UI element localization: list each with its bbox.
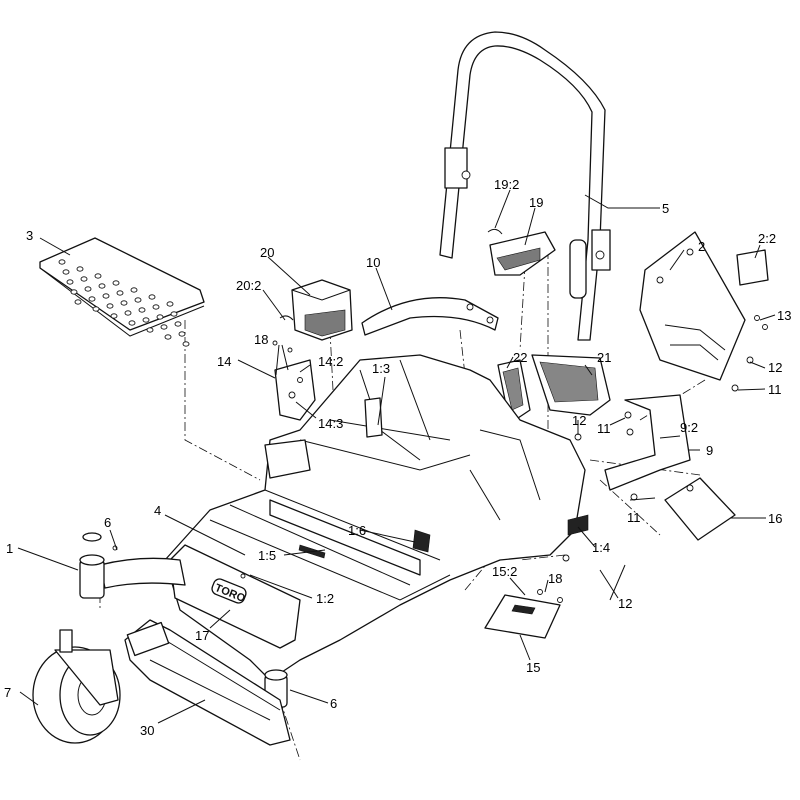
perforation-hole bbox=[116, 290, 124, 296]
callout-16: 16 bbox=[768, 511, 782, 526]
callout-1: 1 bbox=[6, 541, 13, 556]
perforation-hole bbox=[160, 324, 168, 330]
callout-19-2: 19:2 bbox=[494, 177, 519, 192]
perforation-hole bbox=[152, 304, 160, 310]
perforation-hole bbox=[164, 334, 172, 340]
callout-14: 14 bbox=[217, 354, 231, 369]
callout-6-lower: 6 bbox=[330, 696, 337, 711]
part-20-bracket bbox=[291, 279, 353, 341]
callout-12-right: 12 bbox=[768, 360, 782, 375]
perforation-hole bbox=[178, 331, 186, 337]
perforation-hole bbox=[66, 279, 74, 285]
perforation-hole bbox=[58, 259, 66, 265]
perforation-hole bbox=[76, 266, 84, 272]
perforation-hole bbox=[174, 321, 182, 327]
perforation-hole bbox=[146, 327, 154, 333]
perforation-hole bbox=[84, 286, 92, 292]
callout-1-2: 1:2 bbox=[316, 591, 334, 606]
callout-12-lower: 12 bbox=[618, 596, 632, 611]
callout-30: 30 bbox=[140, 723, 154, 738]
part-30-front-axle bbox=[124, 619, 291, 746]
perforation-hole bbox=[134, 297, 142, 303]
part-17-front-panel: TORO bbox=[169, 544, 301, 649]
callout-14-2: 14:2 bbox=[318, 354, 343, 369]
callout-1-5: 1:5 bbox=[258, 548, 276, 563]
part-15-plate bbox=[484, 594, 561, 639]
perforation-hole bbox=[106, 303, 114, 309]
callout-1-6: 1:6 bbox=[348, 523, 366, 538]
callout-1-4: 1:4 bbox=[592, 540, 610, 555]
perforation-hole bbox=[88, 296, 96, 302]
perforation-hole bbox=[94, 273, 102, 279]
callout-12-middle: 12 bbox=[572, 413, 586, 428]
perforation-hole bbox=[80, 276, 88, 282]
part-2-side-panel bbox=[639, 231, 746, 381]
callout-11-lower: 11 bbox=[627, 510, 641, 525]
callout-22: 22 bbox=[513, 350, 527, 365]
callout-21: 21 bbox=[597, 350, 611, 365]
callout-1-3: 1:3 bbox=[372, 361, 390, 376]
callout-6-upper: 6 bbox=[104, 515, 111, 530]
callout-13: 13 bbox=[777, 308, 791, 323]
perforation-hole bbox=[142, 317, 150, 323]
perforation-hole bbox=[148, 294, 156, 300]
hardware bbox=[112, 228, 768, 603]
part-22-guard bbox=[497, 359, 531, 421]
callout-15: 15 bbox=[526, 660, 540, 675]
callout-20-2: 20:2 bbox=[236, 278, 261, 293]
callout-19: 19 bbox=[529, 195, 543, 210]
part-3-floor-plate bbox=[39, 237, 205, 347]
callout-11-right: 11 bbox=[768, 382, 782, 397]
perforation-hole bbox=[92, 306, 100, 312]
callout-18-upper: 18 bbox=[254, 332, 268, 347]
part-9-bracket bbox=[604, 394, 691, 491]
perforation-hole bbox=[130, 287, 138, 293]
perforation-hole bbox=[138, 307, 146, 313]
perforation-hole bbox=[112, 280, 120, 286]
part-6-bushing-upper bbox=[82, 532, 102, 542]
perforation-hole bbox=[74, 299, 82, 305]
part-21-guard bbox=[531, 354, 611, 416]
part-16-plate bbox=[664, 477, 736, 541]
callout-9: 9 bbox=[706, 443, 713, 458]
perforation-hole bbox=[128, 320, 136, 326]
callout-2: 2 bbox=[698, 239, 705, 254]
callout-20: 20 bbox=[260, 245, 274, 260]
callout-14-3: 14:3 bbox=[318, 416, 343, 431]
callout-15-2: 15:2 bbox=[492, 564, 517, 579]
part-5-roll-bar bbox=[439, 31, 611, 341]
callout-17: 17 bbox=[195, 628, 209, 643]
callouts: 1 6 7 4 1:2 30 6 17 1:5 1:6 1:3 1:4 12 3… bbox=[4, 177, 791, 738]
perforation-hole bbox=[120, 300, 128, 306]
perforation-hole bbox=[124, 310, 132, 316]
callout-10: 10 bbox=[366, 255, 380, 270]
perforation-hole bbox=[70, 289, 78, 295]
callout-18-lower: 18 bbox=[548, 571, 562, 586]
callout-4: 4 bbox=[154, 503, 161, 518]
callout-9-2: 9:2 bbox=[680, 420, 698, 435]
perforation-hole bbox=[170, 311, 178, 317]
leader-lines bbox=[17, 189, 776, 724]
perforation-hole bbox=[110, 313, 118, 319]
part-19-bracket bbox=[489, 231, 556, 276]
part-14-bracket bbox=[274, 359, 316, 421]
callout-7: 7 bbox=[4, 685, 11, 700]
perforation-hole bbox=[156, 314, 164, 320]
part-10-curved-bar bbox=[361, 297, 499, 336]
perforation-hole bbox=[166, 301, 174, 307]
perforation-hole bbox=[62, 269, 70, 275]
callout-11-middle: 11 bbox=[597, 421, 611, 436]
perforation-hole bbox=[182, 341, 190, 347]
perforation-hole bbox=[98, 283, 106, 289]
callout-5: 5 bbox=[662, 201, 669, 216]
part-1-caster-arm bbox=[79, 554, 186, 599]
callout-3: 3 bbox=[26, 228, 33, 243]
part-7-caster-wheel bbox=[32, 629, 121, 744]
callout-2-2: 2:2 bbox=[758, 231, 776, 246]
part-2-2-plate bbox=[736, 249, 769, 286]
perforation-hole bbox=[102, 293, 110, 299]
